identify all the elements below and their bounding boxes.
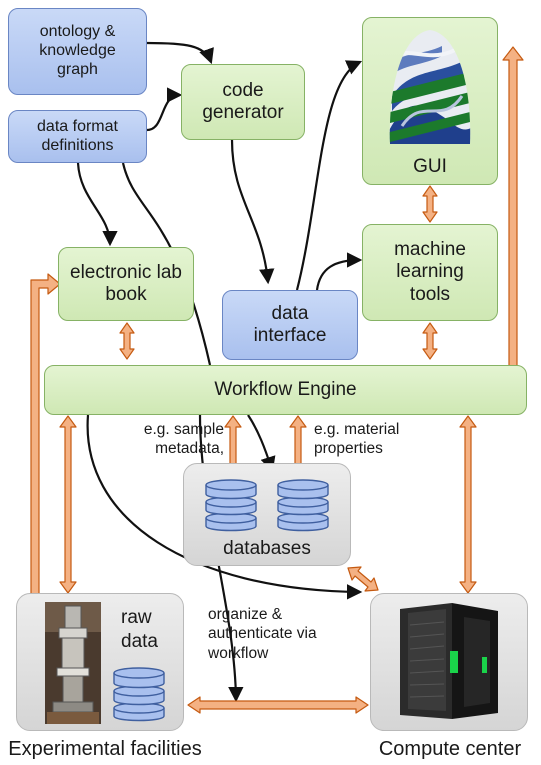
arrow-codegen-to-datainterface: [230, 139, 275, 285]
workflow-engine-box: Workflow Engine: [44, 365, 527, 415]
electronic-lab-book-label: electronic lab book: [70, 261, 182, 305]
database-icons: [204, 476, 330, 532]
arrow-dataformat-to-elb: [76, 162, 118, 247]
material-properties-label: e.g. material properties: [314, 421, 400, 458]
electronic-lab-book-box: electronic lab book: [58, 247, 194, 321]
raw-data-label: raw data: [121, 607, 158, 652]
database-icon: [277, 479, 329, 532]
databases-box: databases: [183, 463, 351, 566]
double-arrow-gui-ml: [422, 185, 438, 223]
sample-metadata-label: e.g. sample metadata,: [143, 421, 224, 458]
machine-learning-tools-label: machine learning tools: [394, 238, 466, 305]
raw-data-database-icon: [113, 667, 165, 722]
gui-box: GUI: [362, 17, 498, 185]
double-arrow-ml-workflow: [422, 322, 438, 360]
double-arrow-workflow-experimental: [59, 415, 77, 594]
arrow-workflow-to-databases: [247, 414, 276, 473]
arrow-datainterface-to-gui: [295, 60, 363, 291]
arrow-workflow-to-gui: [502, 46, 524, 369]
gui-label: GUI: [413, 156, 447, 177]
server-rack-icon: [400, 603, 498, 719]
experimental-facilities-caption: Experimental facilities: [8, 738, 202, 761]
arrow-datainterface-to-ml: [315, 252, 363, 291]
double-arrow-elb-workflow: [119, 322, 135, 360]
arrow-dataformat-to-codegen: [146, 87, 183, 132]
databases-label: databases: [223, 538, 311, 559]
ontology-knowledge-graph-box: ontology & knowledge graph: [8, 8, 147, 95]
compute-center-panel: [370, 593, 528, 731]
double-arrow-experimental-compute: [187, 696, 369, 714]
data-interface-label: data interface: [253, 302, 327, 346]
data-format-label: data format definitions: [37, 117, 118, 154]
machine-learning-tools-box: machine learning tools: [362, 224, 498, 321]
arrow-workflow-to-compute: [86, 414, 363, 600]
data-interface-box: data interface: [222, 290, 358, 360]
code-generator-label: code generator: [202, 79, 284, 123]
line-dataformat-to-workflow: [121, 162, 212, 366]
instrument-photo: [45, 602, 101, 724]
ontology-label: ontology & knowledge graph: [39, 23, 116, 78]
data-format-definitions-box: data format definitions: [8, 110, 147, 163]
database-icon: [205, 479, 257, 532]
code-generator-box: code generator: [181, 64, 305, 140]
experimental-facilities-panel: raw data: [16, 593, 184, 731]
workflow-engine-label: Workflow Engine: [214, 378, 357, 400]
compute-center-caption: Compute center: [378, 738, 522, 761]
double-arrow-workflow-compute: [459, 415, 477, 594]
arrow-experimental-to-elb: [30, 273, 61, 599]
organize-authenticate-label: organize & authenticate via workflow: [208, 606, 317, 662]
gui-visualization-image: [389, 30, 471, 144]
double-arrow-db-compute: [347, 566, 379, 592]
arrow-ontology-to-codegen: [146, 41, 214, 65]
